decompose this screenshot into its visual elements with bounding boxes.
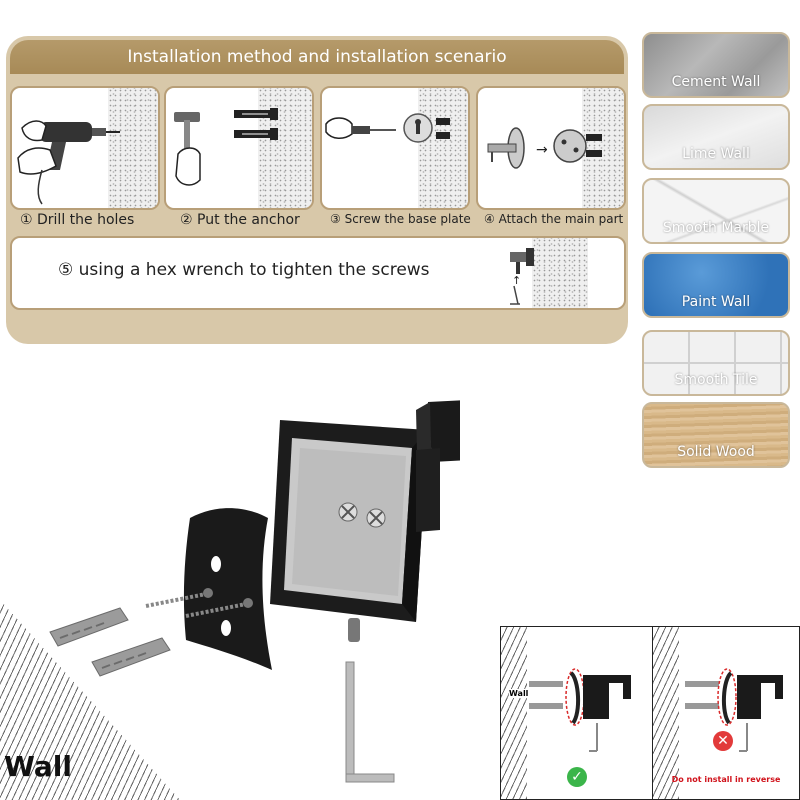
step-3-label: ③ Screw the base plate <box>330 212 471 226</box>
swatch-label: Cement Wall <box>671 74 761 90</box>
hex-wrench-icon: ↑ <box>510 248 534 305</box>
swatch-label: Lime Wall <box>682 146 750 162</box>
swatch-solid-wood: Solid Wood <box>642 402 790 468</box>
panel-title: Installation method and installation sce… <box>10 40 624 74</box>
drill-icon <box>17 120 120 205</box>
check-icon: ✓ <box>567 767 587 787</box>
step-5-label: ⑤ using a hex wrench to tighten the scre… <box>58 260 430 280</box>
svg-text:↑: ↑ <box>512 274 521 287</box>
swatch-label: Smooth Marble <box>662 220 770 236</box>
swatch-cement-wall: Cement Wall <box>642 32 790 98</box>
installation-panel: Installation method and installation sce… <box>6 36 628 344</box>
hammer-icon <box>174 108 278 186</box>
step-2-illustration <box>164 86 314 210</box>
main-part-icon: → <box>487 127 602 169</box>
step-3-illustration <box>320 86 470 210</box>
correct-install-box: Wall ✓ <box>500 626 654 800</box>
swatch-paint-wall: Paint Wall <box>642 252 790 318</box>
swatch-label: Smooth Tile <box>674 372 758 388</box>
set-screw <box>348 618 360 642</box>
incorrect-install-box: ✕ Do not install in reverse <box>652 626 800 800</box>
correct-wall-label: Wall <box>509 689 529 698</box>
swatch-label: Paint Wall <box>681 294 751 310</box>
product-exploded-view <box>49 400 460 783</box>
cross-icon: ✕ <box>713 731 733 751</box>
wall-anchors <box>49 607 171 677</box>
wood-screws <box>145 588 253 618</box>
step-1-label: ① Drill the holes <box>20 212 135 228</box>
step-5-box: ⑤ using a hex wrench to tighten the scre… <box>10 236 626 310</box>
step-4-illustration: → <box>476 86 626 210</box>
step-2-label: ② Put the anchor <box>180 212 300 228</box>
step-1-illustration <box>10 86 160 210</box>
swatch-lime-wall: Lime Wall <box>642 104 790 170</box>
base-plate <box>183 508 272 670</box>
step-4-label: ④ Attach the main part <box>484 212 624 226</box>
hook-arm <box>416 400 460 532</box>
swatch-smooth-tile: Smooth Tile <box>642 330 790 396</box>
swatch-label: Solid Wood <box>677 444 755 460</box>
svg-text:→: → <box>536 142 548 158</box>
warning-text: Do not install in reverse <box>671 775 781 784</box>
hex-key <box>345 661 395 783</box>
screwdriver-icon <box>325 113 450 143</box>
swatch-smooth-marble: Smooth Marble <box>642 178 790 244</box>
wall-label: Wall <box>4 750 72 783</box>
